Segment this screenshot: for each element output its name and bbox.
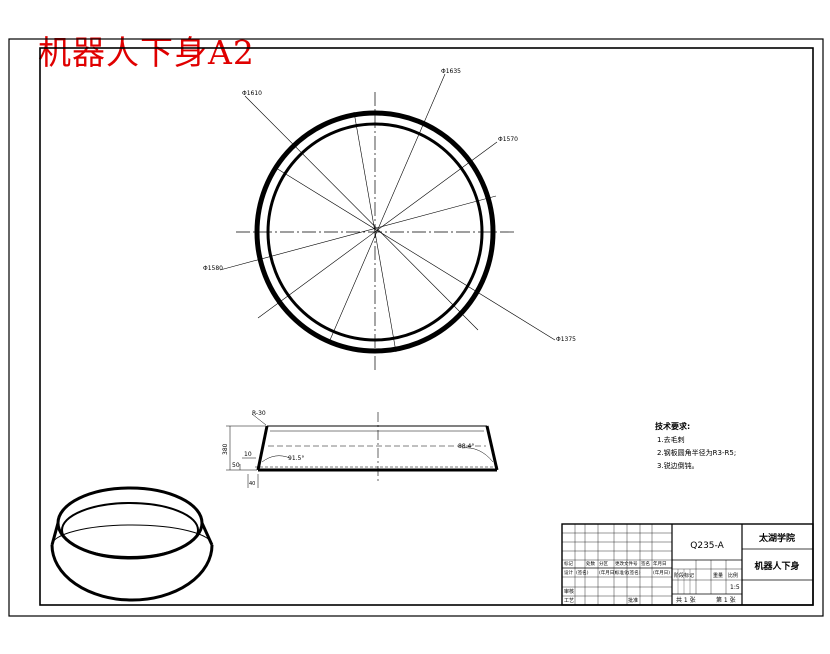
tb-row2: 标准化 <box>615 569 629 576</box>
tb-process: 工艺 <box>564 598 574 604</box>
title-block-frame <box>561 523 814 606</box>
iso-base-front <box>50 544 214 602</box>
iso-base-back <box>51 524 213 546</box>
outer-border <box>8 38 824 617</box>
leader-r30 <box>251 413 267 426</box>
dim-label: Φ1580 <box>203 265 223 272</box>
dim-label: R-30 <box>252 410 266 417</box>
tb-row2: (签名) <box>576 569 589 576</box>
tb-row2: 设计 <box>564 569 573 576</box>
angle-arc-right <box>461 447 494 463</box>
isometric-view <box>50 486 214 602</box>
dim-line-e <box>275 167 556 341</box>
plan-view: Φ1610 Φ1635 Φ1570 Φ1580 Φ1375 <box>203 68 576 372</box>
dim-label: Φ1610 <box>242 90 262 97</box>
dim-label: Φ1635 <box>441 68 461 75</box>
tb-header: 分区 <box>599 560 608 567</box>
tb-row2: (年月日) <box>599 569 616 576</box>
tb-stage-header: 重量 <box>713 572 723 579</box>
dim-label: 91.5° <box>288 455 304 462</box>
left-wall <box>256 425 269 471</box>
dim-line-d <box>219 195 497 271</box>
dim-label: Φ1570 <box>498 136 518 143</box>
dim-label: 88.4° <box>458 443 474 450</box>
tb-sheets-total: 共 1 张 <box>676 596 696 604</box>
dim-line-f <box>353 111 397 353</box>
part-name: 机器人下身 <box>754 560 799 572</box>
drawing-title: 机器人下身A2 <box>38 33 255 72</box>
tech-note-item: 1.去毛刺 <box>657 435 685 444</box>
tb-sheet-no: 第 1 张 <box>716 596 736 604</box>
dim-label: Φ1375 <box>556 336 576 343</box>
dim-line-a <box>244 95 479 331</box>
dim-line-b <box>329 73 446 341</box>
tech-note-item: 2.钢板圆角半径为R3-R5; <box>657 448 736 457</box>
tech-note-item: 3.锐边倒钝。 <box>657 461 699 470</box>
dim-label: 10 <box>244 451 252 458</box>
tb-header: 更改文件号 <box>615 560 638 567</box>
tb-row2: (签名) <box>628 569 641 576</box>
dim-line-c <box>257 141 498 319</box>
dim-label: 40 <box>249 481 255 487</box>
tb-stage-header: 阶段标记 <box>674 572 694 579</box>
school-name: 太湖学院 <box>758 532 795 544</box>
tb-approve: 批准 <box>628 597 638 604</box>
tech-notes: 技术要求: 1.去毛刺 2.钢板圆角半径为R3-R5; 3.锐边倒钝。 <box>655 421 736 470</box>
inner-border <box>39 47 814 606</box>
tech-notes-heading: 技术要求: <box>655 421 690 431</box>
tb-header: 标记 <box>564 560 573 567</box>
dim-label: 380 <box>222 443 229 455</box>
tb-header: 年月日 <box>653 560 667 567</box>
angle-arc-left <box>261 455 291 463</box>
tb-scale: 1:5 <box>730 584 740 591</box>
tb-header: 签名 <box>641 560 650 567</box>
right-wall <box>485 425 499 471</box>
dim-label: 50 <box>232 462 240 469</box>
tb-row2: (年月日) <box>653 569 670 576</box>
section-view: R-30 380 10 50 40 91.5° 88.4° <box>222 410 500 488</box>
tb-audit: 审核 <box>564 588 574 595</box>
title-block: Q235-A 太湖学院 机器人下身 标记 处数 分区 更改文件号 签名 年月日 … <box>561 523 814 606</box>
iso-top-inner <box>61 502 199 558</box>
material-label: Q235-A <box>690 541 724 551</box>
tb-header: 处数 <box>586 560 595 567</box>
tb-stage-header: 比例 <box>728 572 738 579</box>
